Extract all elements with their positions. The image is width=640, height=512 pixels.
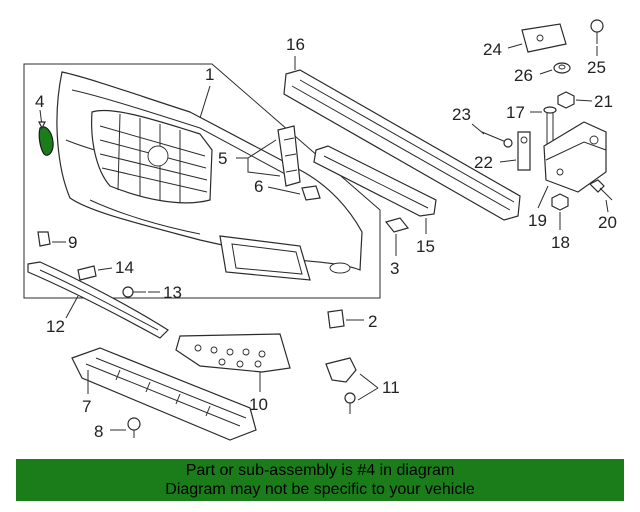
- part-3-bracket[interactable]: [384, 217, 410, 233]
- callout-19: 19: [528, 211, 547, 230]
- part-11-bracket[interactable]: [325, 357, 357, 414]
- part-15-energy-absorber[interactable]: [313, 145, 437, 217]
- part-16-reinforcement-bar[interactable]: [283, 69, 521, 221]
- part-5-bracket[interactable]: [277, 125, 301, 187]
- part-24-bracket[interactable]: [521, 23, 567, 53]
- part-17-bolt[interactable]: [543, 106, 557, 146]
- callout-4: 4: [35, 92, 44, 111]
- part-2-clip[interactable]: [327, 309, 345, 329]
- callout-6: 6: [254, 177, 263, 196]
- callout-13: 13: [163, 283, 182, 302]
- banner-line-1: Part or sub-assembly is #4 in diagram: [185, 462, 455, 479]
- callout-24: 24: [483, 40, 502, 59]
- callout-15: 15: [416, 237, 435, 256]
- part-18-nut[interactable]: [551, 193, 569, 211]
- callout-18: 18: [551, 233, 570, 252]
- parts-diagram: 1 4 5 6 16 15 3 24: [23, 19, 617, 441]
- callout-25: 25: [587, 58, 606, 77]
- callout-11: 11: [382, 378, 400, 397]
- info-banner: Part or sub-assembly is #4 in diagram Di…: [16, 459, 624, 501]
- part-21-nut[interactable]: [557, 91, 575, 109]
- callout-23: 23: [452, 105, 471, 124]
- part-bumper-cover[interactable]: [56, 71, 363, 281]
- part-25-screw[interactable]: [590, 19, 604, 44]
- callout-20: 20: [598, 213, 617, 232]
- callout-12: 12: [46, 317, 65, 336]
- callout-16: 16: [286, 35, 305, 54]
- part-7-undertray[interactable]: [71, 347, 257, 441]
- callout-5: 5: [218, 149, 227, 168]
- callout-26: 26: [514, 66, 533, 85]
- part-14-clip[interactable]: [77, 265, 97, 281]
- part-26-nut[interactable]: [553, 62, 571, 74]
- part-8-fastener[interactable]: [127, 417, 141, 438]
- part-19-mount-bracket[interactable]: [543, 121, 607, 193]
- callout-10: 10: [249, 395, 268, 414]
- part-12-grille-trim[interactable]: [27, 261, 169, 339]
- part-13-bolt[interactable]: [122, 286, 146, 298]
- part-6-clip[interactable]: [301, 185, 321, 201]
- part-9-clip[interactable]: [37, 231, 51, 247]
- callout-17: 17: [506, 103, 525, 122]
- part-22-bracket[interactable]: [517, 131, 531, 171]
- callout-21: 21: [594, 92, 613, 111]
- callout-1: 1: [205, 65, 214, 84]
- callout-14: 14: [115, 258, 134, 277]
- bumper-assembly-frame: [23, 63, 381, 299]
- part-20-bolt[interactable]: [588, 179, 613, 201]
- callout-3: 3: [390, 259, 399, 278]
- callout-9: 9: [68, 233, 77, 252]
- callout-22: 22: [474, 153, 493, 172]
- part-23-screw[interactable]: [481, 131, 513, 148]
- callout-8: 8: [94, 422, 103, 441]
- callout-2: 2: [368, 312, 377, 331]
- part-4-highlighted[interactable]: [38, 126, 54, 156]
- callout-7: 7: [82, 397, 91, 416]
- banner-line-2: Diagram may not be specific to your vehi…: [165, 481, 475, 498]
- part-10-fog-grille[interactable]: [175, 333, 291, 373]
